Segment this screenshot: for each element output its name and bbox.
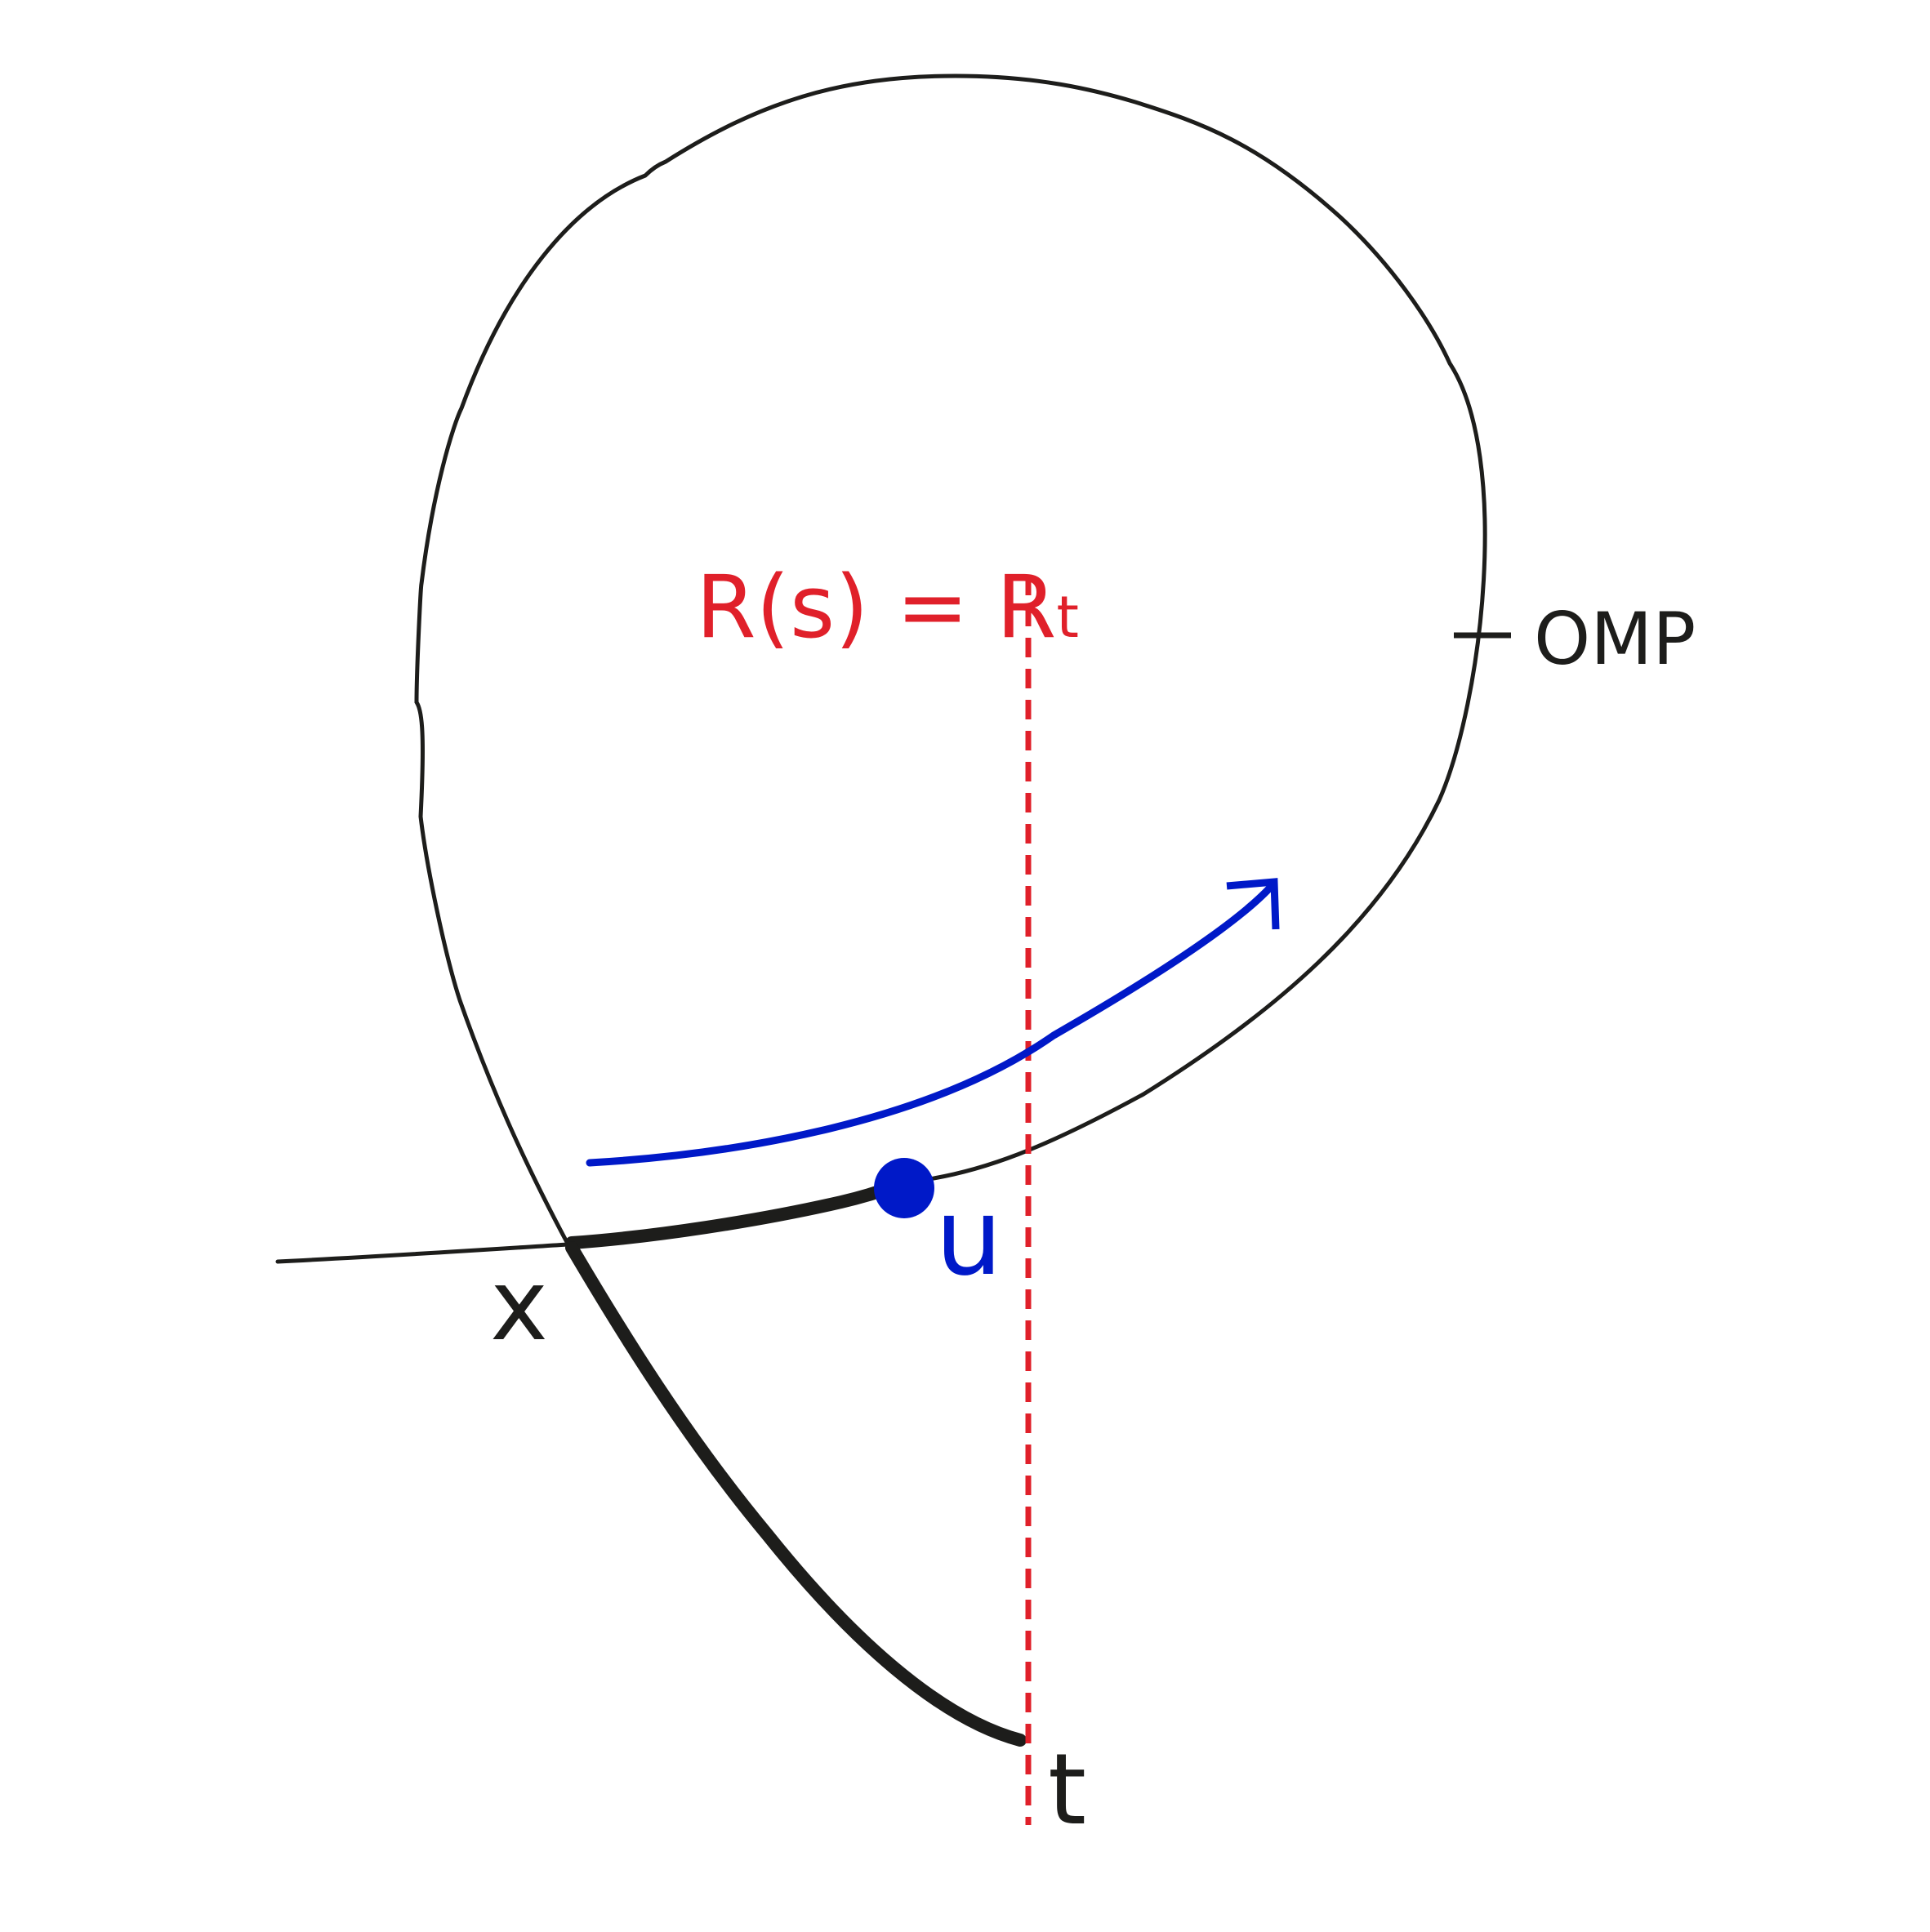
loop-curve: [414, 73, 1487, 1246]
omp-label: OMP: [1534, 597, 1696, 681]
direction-arrowhead: [1226, 878, 1280, 930]
tail-line: [275, 1242, 570, 1264]
direction-arrow-curve: [586, 884, 1274, 1167]
threshold-subscript: t: [1056, 584, 1078, 651]
point-u-label: u: [935, 1175, 1002, 1299]
point-u-marker: [874, 1158, 934, 1218]
thick-segment-x-t: [565, 1241, 1027, 1747]
thick-segment-x-u: [565, 1177, 909, 1249]
point-x-label: x: [490, 1249, 548, 1363]
threshold-label: R(s) = Rt: [696, 557, 1079, 657]
point-t-label: t: [1048, 1734, 1086, 1847]
